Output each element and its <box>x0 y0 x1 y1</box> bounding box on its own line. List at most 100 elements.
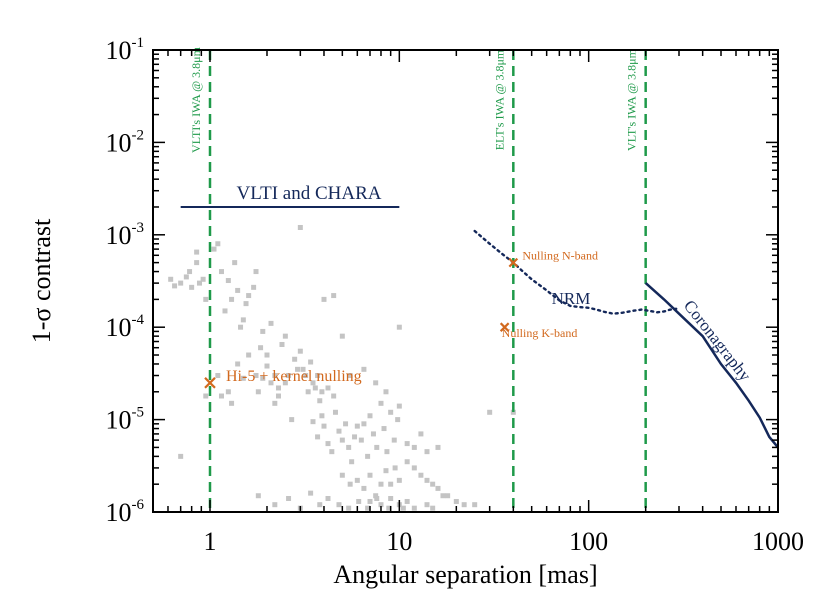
scatter-point <box>264 352 270 358</box>
y-tick-exponent: -4 <box>132 312 145 328</box>
scatter-point <box>315 434 321 440</box>
scatter-point <box>374 444 380 450</box>
scatter-point <box>378 481 384 487</box>
scatter-point <box>194 249 200 255</box>
scatter-point <box>332 409 338 415</box>
y-tick-label: 10-2 <box>106 127 145 157</box>
scatter-point <box>440 493 446 499</box>
scatter-point <box>268 320 274 326</box>
scatter-point <box>404 498 410 504</box>
scatter-point <box>272 502 278 508</box>
scatter-point <box>383 389 389 395</box>
scatter-point <box>168 276 174 282</box>
scatter-point <box>218 269 224 275</box>
scatter-point <box>510 409 516 415</box>
scatter-point <box>383 468 389 474</box>
scatter-point <box>361 421 367 427</box>
x-tick-label: 1 <box>203 527 216 556</box>
scatter-point <box>268 380 274 386</box>
scatter-point <box>445 493 451 499</box>
scatter-point <box>325 441 331 447</box>
scatter-point <box>396 403 402 409</box>
scatter-point <box>430 481 436 487</box>
scatter-point <box>370 431 376 437</box>
y-tick-exponent: -3 <box>132 220 145 236</box>
scatter-point <box>286 373 292 379</box>
scatter-point <box>346 444 352 450</box>
scatter-point <box>424 449 430 455</box>
scatter-point <box>404 441 410 447</box>
scatter-point <box>373 493 379 499</box>
scatter-point <box>225 389 231 395</box>
scatter-point <box>411 444 417 450</box>
scatter-point <box>319 413 325 419</box>
scatter-point <box>346 505 352 511</box>
scatter-point <box>178 280 184 286</box>
scatter-point <box>229 400 235 406</box>
scatter-point <box>246 352 252 358</box>
scatter-point <box>388 409 394 415</box>
scatter-point <box>282 380 288 386</box>
scatter-point <box>235 287 241 293</box>
scatter-point <box>339 472 345 478</box>
y-tick-base: 10 <box>106 221 132 250</box>
scatter-point <box>411 465 417 471</box>
y-tick-label: 10-4 <box>106 312 145 342</box>
scatter-point <box>352 434 358 440</box>
nrm-curve <box>473 229 678 315</box>
scatter-point <box>331 393 337 399</box>
scatter-point <box>354 477 360 483</box>
scatter-point <box>215 241 221 247</box>
scatter-point <box>172 283 178 289</box>
scatter-point <box>354 423 360 429</box>
scatter-point <box>395 417 401 423</box>
orange-cross-marker <box>204 377 216 389</box>
scatter-point <box>194 260 200 266</box>
scatter-point <box>308 490 314 496</box>
scatter-point <box>211 246 217 252</box>
y-tick-base: 10 <box>106 498 132 527</box>
scatter-point <box>349 459 355 465</box>
scatter-point <box>396 477 402 483</box>
scatter-point <box>258 345 264 351</box>
scatter-point <box>396 324 402 330</box>
scatter-point <box>343 421 349 427</box>
scatter-point <box>297 224 303 230</box>
scatter-point <box>225 278 231 284</box>
scatter-point <box>246 293 252 299</box>
scatter-point <box>321 423 327 429</box>
scatter-point <box>347 481 353 487</box>
scatter-point <box>367 472 373 478</box>
y-tick-exponent: -1 <box>132 35 145 51</box>
scatter-point <box>339 437 345 443</box>
scatter-point <box>336 428 342 434</box>
scatter-point <box>319 389 325 395</box>
scatter-point <box>312 385 318 391</box>
scatter-point <box>347 373 353 379</box>
scatter-point <box>367 413 373 419</box>
y-tick-label: 10-3 <box>106 220 145 250</box>
marker-label: Nulling N-band <box>522 249 598 263</box>
scatter-point <box>384 449 390 455</box>
iwa-line-label: ELT's IWA @ 3.8μm <box>492 49 506 150</box>
plot-frame <box>152 49 779 513</box>
scatter-point <box>430 505 436 511</box>
scatter-point <box>235 361 241 367</box>
axis-ticks <box>152 49 779 513</box>
scatter-point <box>381 426 387 432</box>
y-tick-label: 10-6 <box>106 497 145 527</box>
scatter-point <box>365 453 371 459</box>
scatter-point <box>279 341 285 347</box>
x-axis-title: Angular separation [mas] <box>333 560 597 589</box>
y-tick-base: 10 <box>106 313 132 342</box>
scatter-point <box>453 498 459 504</box>
scatter-point <box>300 366 306 372</box>
scatter-point <box>238 324 244 330</box>
scatter-point <box>282 333 288 339</box>
scatter-point <box>411 505 417 511</box>
scatter-point <box>321 296 327 302</box>
y-tick-exponent: -2 <box>132 127 145 143</box>
scatter-point <box>317 502 323 508</box>
